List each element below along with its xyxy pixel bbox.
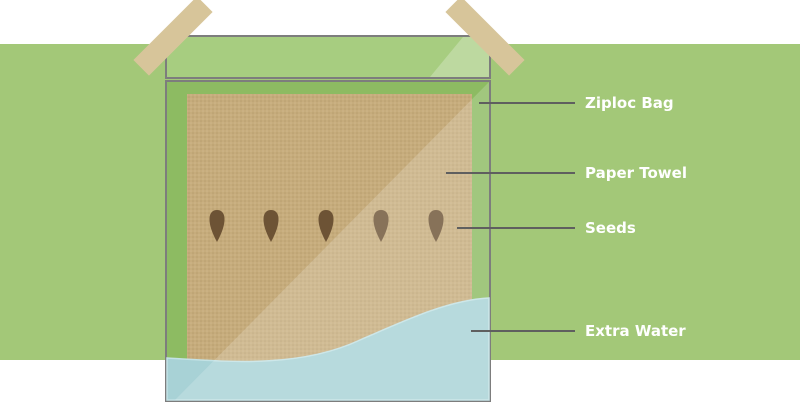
tape-left [133, 0, 213, 76]
seeds-group [209, 210, 444, 242]
tape-right [445, 0, 525, 76]
seed [428, 210, 444, 242]
bag-seal [165, 35, 491, 79]
extra-water [166, 297, 490, 401]
seed [263, 210, 279, 242]
seeds-label: Seeds [585, 219, 636, 237]
seed [318, 210, 334, 242]
paper-towel-label: Paper Towel [585, 164, 687, 182]
seed [373, 210, 389, 242]
ziploc-bag-label: Ziploc Bag [585, 94, 674, 112]
seal-glare [430, 37, 489, 77]
seed [209, 210, 225, 242]
glare-highlight [175, 82, 489, 400]
extra-water-label: Extra Water [585, 322, 686, 340]
